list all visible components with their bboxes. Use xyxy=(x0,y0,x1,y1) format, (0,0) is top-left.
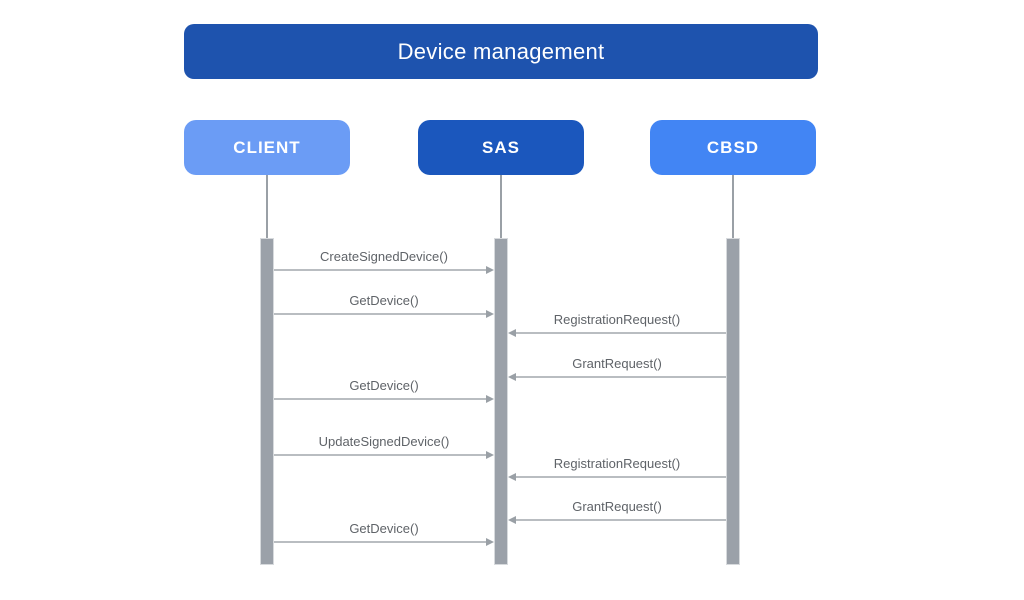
message-arrowhead xyxy=(508,373,516,381)
actor-box-client: CLIENT xyxy=(184,120,350,175)
message-arrowhead xyxy=(508,516,516,524)
message-label: RegistrationRequest() xyxy=(553,456,681,471)
message-label: GetDevice() xyxy=(349,293,419,308)
message-label: GrantRequest() xyxy=(572,356,662,371)
message-label: GrantRequest() xyxy=(572,499,662,514)
message-line xyxy=(274,541,487,543)
message-arrowhead xyxy=(486,310,494,318)
message-line xyxy=(274,313,487,315)
lifeline-cbsd xyxy=(732,175,734,238)
message-label: UpdateSignedDevice() xyxy=(318,434,450,449)
message-line xyxy=(274,454,487,456)
message-arrowhead xyxy=(486,266,494,274)
message-arrowhead xyxy=(486,451,494,459)
message-label: GetDevice() xyxy=(349,378,419,393)
lifeline-sas xyxy=(500,175,502,238)
lifeline-client xyxy=(266,175,268,238)
activation-bar-client xyxy=(260,238,274,565)
message-line xyxy=(515,332,726,334)
message-arrowhead xyxy=(508,329,516,337)
message-line xyxy=(515,376,726,378)
message-arrowhead xyxy=(486,395,494,403)
message-label: RegistrationRequest() xyxy=(553,312,681,327)
actor-box-cbsd: CBSD xyxy=(650,120,816,175)
activation-bar-sas xyxy=(494,238,508,565)
message-line xyxy=(274,269,487,271)
message-arrowhead xyxy=(508,473,516,481)
message-line xyxy=(274,398,487,400)
actor-box-sas: SAS xyxy=(418,120,584,175)
message-line xyxy=(515,476,726,478)
activation-bar-cbsd xyxy=(726,238,740,565)
message-label: CreateSignedDevice() xyxy=(320,249,448,264)
message-label: GetDevice() xyxy=(349,521,419,536)
message-arrowhead xyxy=(486,538,494,546)
message-line xyxy=(515,519,726,521)
diagram-title: Device management xyxy=(184,24,818,79)
